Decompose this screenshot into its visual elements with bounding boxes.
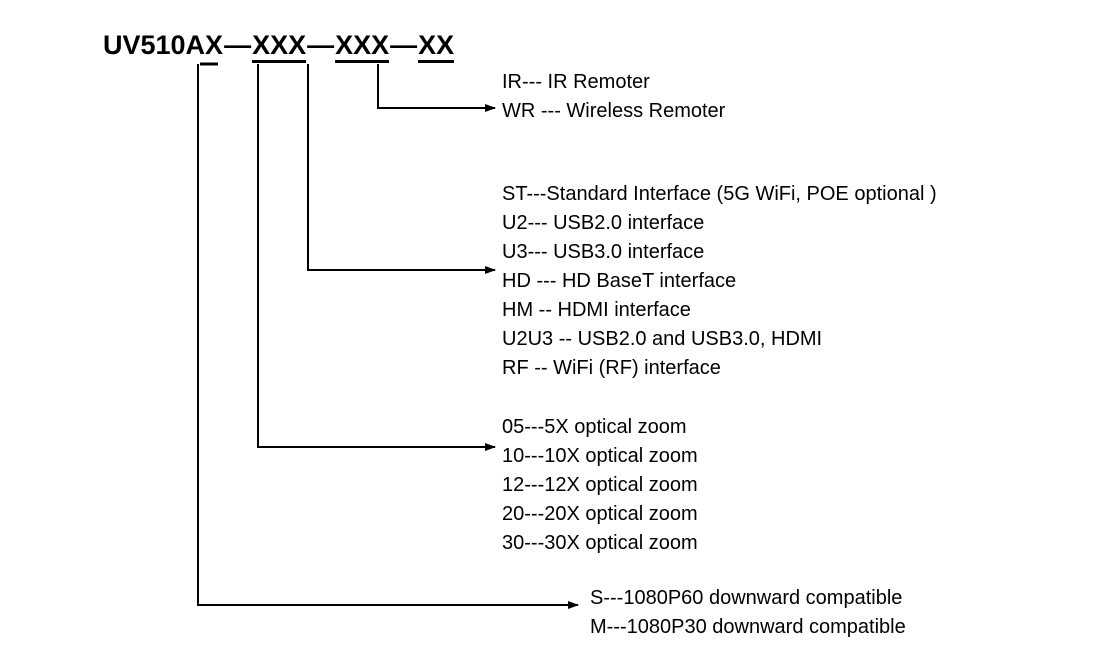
zoom-option-line: 12---12X optical zoom (502, 474, 698, 496)
interface-option-line: ST---Standard Interface (5G WiFi, POE op… (502, 183, 937, 205)
zoom-option-line: 30---30X optical zoom (502, 532, 698, 554)
leader-interface (307, 64, 496, 274)
interface-option-line: U2--- USB2.0 interface (502, 212, 705, 234)
resolution-options-block: S---1080P60 downward compatible M---1080… (590, 584, 906, 642)
dash-3: — (390, 30, 418, 60)
optical-zoom-options-block: 05---5X optical zoom 10---10X optical zo… (502, 413, 698, 558)
interface-option-line: U2U3 -- USB2.0 and USB3.0, HDMI (502, 328, 823, 350)
model-segment-zoom: XXX (252, 32, 307, 63)
interface-option-line: HM -- HDMI interface (502, 299, 691, 321)
model-segment-interface: XXX (335, 32, 390, 63)
leader-remote (377, 64, 496, 112)
dash-2: — (307, 30, 335, 60)
interface-option-line: RF -- WiFi (RF) interface (502, 357, 721, 379)
model-base-text: UV510AX (103, 30, 224, 60)
resolution-option-line: M---1080P30 downward compatible (590, 616, 906, 638)
leader-optical-zoom (257, 64, 496, 451)
model-code-title: UV510AX—XXX—XXX—XX (103, 30, 455, 63)
zoom-option-line: 20---20X optical zoom (502, 503, 698, 525)
remote-option-line: WR --- Wireless Remoter (502, 100, 726, 122)
zoom-option-line: 10---10X optical zoom (502, 445, 698, 467)
interface-option-line: HD --- HD BaseT interface (502, 270, 737, 292)
remote-options-block: IR--- IR Remoter WR --- Wireless Remoter (502, 68, 725, 126)
zoom-option-line: 05---5X optical zoom (502, 416, 687, 438)
interface-option-line: U3--- USB3.0 interface (502, 241, 705, 263)
remote-option-line: IR--- IR Remoter (502, 71, 650, 93)
dash-1: — (224, 30, 252, 60)
model-segment-remote: XX (418, 32, 455, 63)
resolution-option-line: S---1080P60 downward compatible (590, 587, 903, 609)
interface-options-block: ST---Standard Interface (5G WiFi, POE op… (502, 180, 937, 383)
